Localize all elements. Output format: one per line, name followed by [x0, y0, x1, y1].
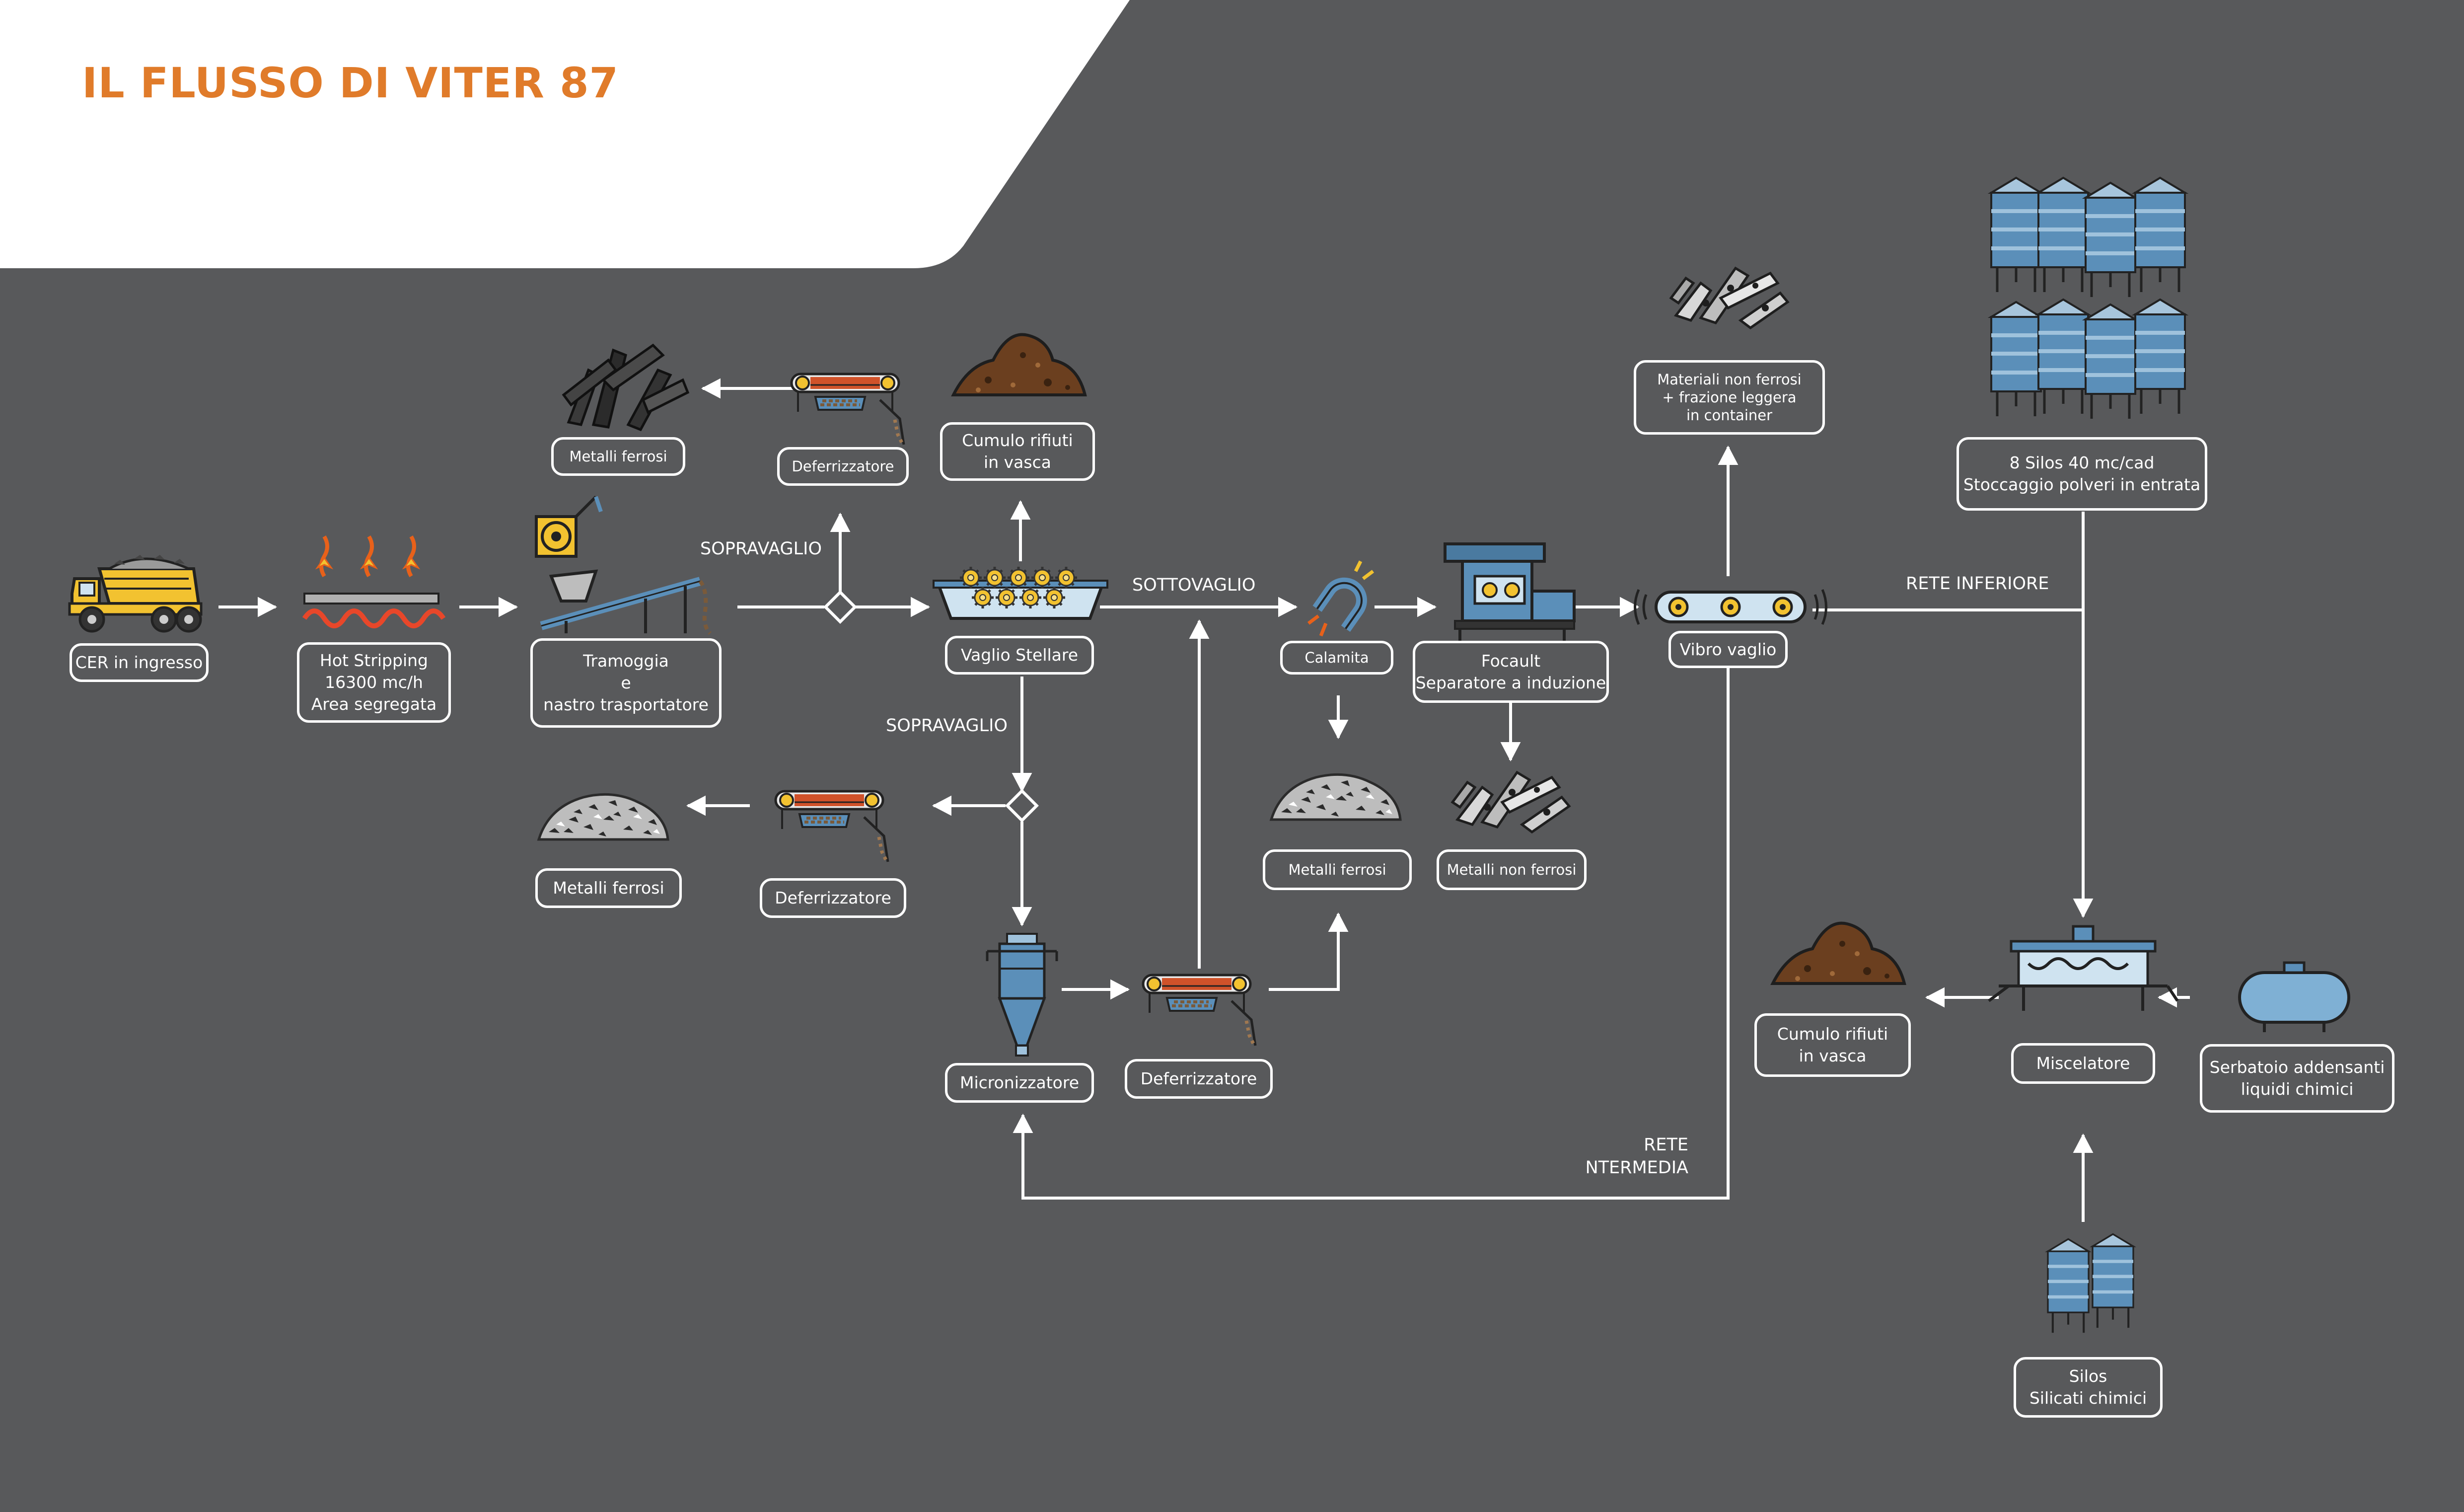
node-label: Hot Stripping [320, 651, 428, 670]
node-deferrizzatore-bottom: Deferrizzatore [1125, 1059, 1273, 1099]
node-label: Area segregata [311, 694, 437, 714]
node-label: 8 Silos 40 mc/cad [2009, 453, 2155, 472]
dump-truck-icon [68, 555, 203, 633]
node-label: Silicati chimici [2029, 1388, 2147, 1408]
node-miscelatore: Miscelatore [2011, 1043, 2155, 1084]
node-label: Metalli ferrosi [1288, 861, 1386, 878]
node-metalli-ferrosi-mid: Metalli ferrosi [535, 868, 682, 908]
node-metalli-ferrosi-top: Metalli ferrosi [551, 437, 685, 476]
node-label: CER in ingresso [75, 653, 203, 672]
flow-label-sopravaglio-mid: SOPRAVAGLIO [886, 716, 1008, 736]
node-label: 16300 mc/h [325, 673, 423, 692]
silo-icon [1991, 178, 2185, 419]
flow-label-sopravaglio-top: SOPRAVAGLIO [700, 539, 822, 559]
magnet-icon [1307, 560, 1375, 637]
flow-arrows [218, 378, 2190, 1222]
node-vibro-vaglio: Vibro vaglio [1668, 631, 1788, 668]
heat-waves-icon [302, 535, 446, 628]
node-label: Micronizzatore [959, 1073, 1080, 1092]
decision-diamonds [823, 590, 1039, 823]
node-cer-ingresso: CER in ingresso [70, 643, 209, 682]
non-ferrous-scrap-icon [1452, 772, 1569, 832]
mixer-icon [1988, 925, 2179, 1011]
node-label: in vasca [984, 453, 1051, 472]
node-hot-stripping: Hot Stripping 16300 mc/h Area segregata [297, 642, 451, 723]
node-deferrizzatore-mid: Deferrizzatore [760, 878, 906, 918]
node-label: Serbatoio addensanti [2209, 1058, 2385, 1077]
node-focault: Focault Separatore a induzione [1413, 641, 1609, 703]
page-title: IL FLUSSO DI VITER 87 [82, 59, 619, 107]
dirt-pile-icon [953, 335, 1085, 395]
non-ferrous-scrap-icon [1671, 268, 1788, 328]
node-label: nastro trasportatore [543, 695, 709, 714]
gravel-pile-icon [539, 794, 668, 839]
node-label: Deferrizzatore [775, 888, 891, 907]
node-container: Materiali non ferrosi + frazione leggera… [1634, 360, 1825, 435]
node-label: Cumulo rifiuti [1777, 1024, 1888, 1044]
node-label: e [621, 673, 631, 692]
star-screen-icon [933, 567, 1108, 620]
node-label: Separatore a induzione [1415, 673, 1606, 692]
node-serbatoio: Serbatoio addensanti liquidi chimici [2200, 1044, 2394, 1113]
node-label: + frazione leggera [1662, 389, 1797, 406]
node-label: Metalli ferrosi [569, 448, 667, 465]
flow-label-sottovaglio: SOTTOVAGLIO [1132, 575, 1256, 595]
node-label: Vibro vaglio [1679, 639, 1777, 659]
node-metalli-ferrosi-right: Metalli ferrosi [1263, 849, 1412, 890]
eddy-current-separator-icon [1444, 542, 1576, 641]
node-cumulo-bottom: Cumulo rifiuti in vasca [1754, 1013, 1911, 1077]
node-label: Cumulo rifiuti [962, 431, 1073, 450]
node-vaglio-stellare: Vaglio Stellare [945, 636, 1094, 675]
gravel-pile-icon [1271, 774, 1400, 820]
node-label: Focault [1481, 651, 1541, 671]
flow-label-rete-line2: NTERMEDIA [1585, 1158, 1688, 1178]
silo-icon [2048, 1234, 2133, 1333]
node-label: Tramoggia [583, 651, 669, 671]
node-label: Metalli ferrosi [553, 878, 664, 898]
node-deferrizzatore-top: Deferrizzatore [777, 447, 909, 486]
node-calamita: Calamita [1280, 641, 1393, 675]
node-label: liquidi chimici [2241, 1079, 2354, 1099]
dirt-pile-icon [1773, 923, 1904, 983]
node-label: Stoccaggio polveri in entrata [1963, 475, 2201, 494]
flow-label-rete-intermedia: RETE NTERMEDIA [1574, 1134, 1688, 1179]
node-micronizzatore: Micronizzatore [945, 1063, 1094, 1103]
node-silos-silicati: Silos Silicati chimici [2014, 1357, 2163, 1418]
vibrating-screen-icon [1634, 589, 1827, 625]
flow-label-rete-inferiore: RETE INFERIORE [1906, 574, 2049, 594]
node-metalli-non-ferrosi: Metalli non ferrosi [1437, 849, 1587, 890]
micronizer-icon [986, 933, 1058, 1057]
hopper-conveyor-icon [535, 495, 712, 635]
tank-icon [2238, 961, 2350, 1032]
node-label: Metalli non ferrosi [1447, 861, 1577, 878]
node-label: Miscelatore [2036, 1054, 2130, 1073]
scrap-metal-icon [562, 343, 690, 432]
node-label: Vaglio Stellare [960, 645, 1079, 665]
node-8-silos: 8 Silos 40 mc/cad Stoccaggio polveri in … [1957, 437, 2207, 511]
node-label: Calamita [1304, 649, 1369, 666]
node-label: Silos [2069, 1366, 2107, 1386]
magnetic-separator-icon [776, 791, 888, 862]
node-label: Deferrizzatore [1140, 1069, 1257, 1088]
node-tramoggia: Tramoggia e nastro trasportatore [530, 638, 722, 728]
node-label: in container [1686, 407, 1773, 424]
flow-label-rete-line1: RETE [1644, 1135, 1688, 1155]
node-cumulo-top: Cumulo rifiuti in vasca [940, 422, 1095, 481]
node-label: in vasca [1799, 1046, 1867, 1065]
magnetic-separator-icon [792, 374, 904, 445]
node-label: Deferrizzatore [792, 458, 894, 475]
node-label: Materiali non ferrosi [1657, 371, 1802, 388]
header-panel [0, 0, 1130, 268]
magnetic-separator-icon [1143, 975, 1255, 1046]
